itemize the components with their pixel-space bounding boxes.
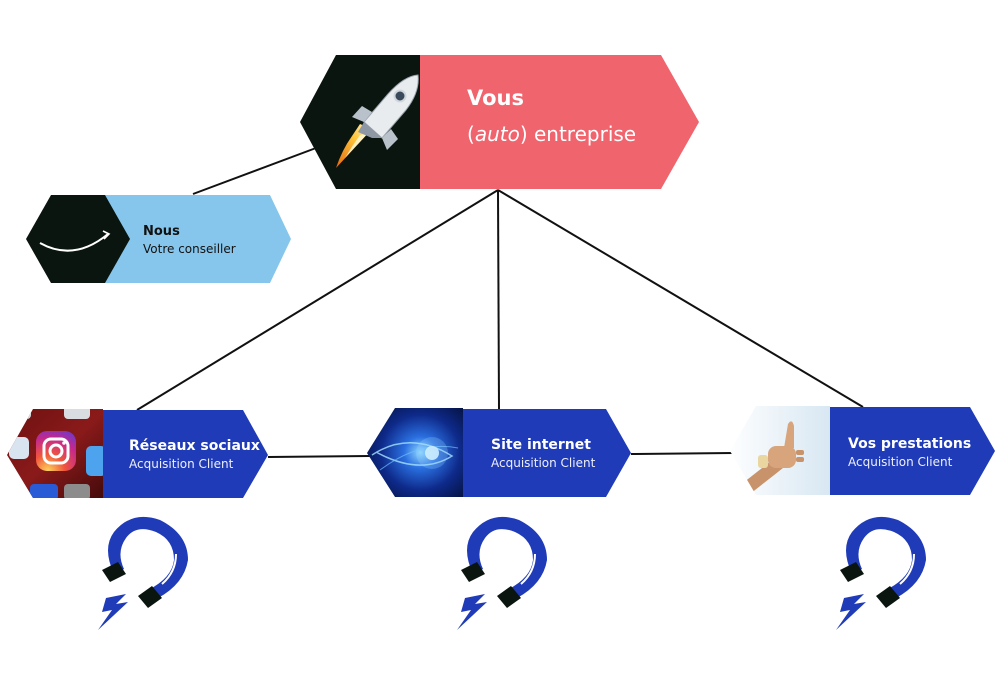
channel-node-reseaux[interactable] <box>0 405 268 505</box>
rocket-icon <box>336 74 419 168</box>
main-node-subtitle-rest: ) entreprise <box>519 122 637 146</box>
social-apps-icon <box>7 409 103 498</box>
channel-subtitle: Acquisition Client <box>129 457 234 471</box>
channel-node-shape <box>80 410 268 498</box>
channel-subtitle: Acquisition Client <box>848 455 953 469</box>
connectors <box>136 147 864 458</box>
advisor-node[interactable] <box>26 195 291 283</box>
connector-main-site <box>497 189 500 410</box>
channel-label-reseaux: Réseaux sociaux Acquisition Client <box>129 436 260 473</box>
channel-title: Vos prestations <box>848 436 972 452</box>
thumbs-up-icon <box>730 406 830 495</box>
channel-node-shape <box>440 409 631 497</box>
channel-title: Réseaux sociaux <box>129 438 260 454</box>
main-node[interactable] <box>300 55 699 189</box>
channel-subtitle: Acquisition Client <box>491 456 596 470</box>
connector-main-reseaux <box>136 189 499 411</box>
channel-node-shape <box>808 407 995 495</box>
main-node-shape <box>405 55 699 189</box>
advisor-node-label: Nous Votre conseiller <box>143 223 236 257</box>
connector-main-advisor <box>192 147 317 195</box>
main-node-hex <box>300 55 420 189</box>
connector-main-prestations <box>497 189 864 408</box>
channel-title: Site internet <box>491 437 591 453</box>
main-node-subtitle-emphasis: auto <box>474 122 520 146</box>
magnet-icon <box>98 516 188 630</box>
advisor-node-title: Nous <box>143 224 180 239</box>
magnet-icon <box>457 516 547 630</box>
smile-curve-icon <box>39 230 111 252</box>
magnet-icon <box>836 516 926 630</box>
connector-reseaux-site <box>267 455 371 458</box>
advisor-node-hex <box>26 195 130 283</box>
advisor-node-subtitle: Votre conseiller <box>143 242 236 256</box>
web-globe-icon <box>367 408 463 497</box>
advisor-node-shape <box>90 195 291 283</box>
channel-label-site: Site internet Acquisition Client <box>491 435 595 472</box>
main-node-title: Vous <box>467 86 524 110</box>
main-node-label: Vous (auto) entreprise <box>467 84 636 149</box>
main-node-subtitle: (auto) entreprise <box>467 119 636 149</box>
connector-site-prestations <box>630 452 734 455</box>
main-node-subtitle-open: ( <box>467 122 475 146</box>
channel-label-prestations: Vos prestations Acquisition Client <box>848 434 971 471</box>
